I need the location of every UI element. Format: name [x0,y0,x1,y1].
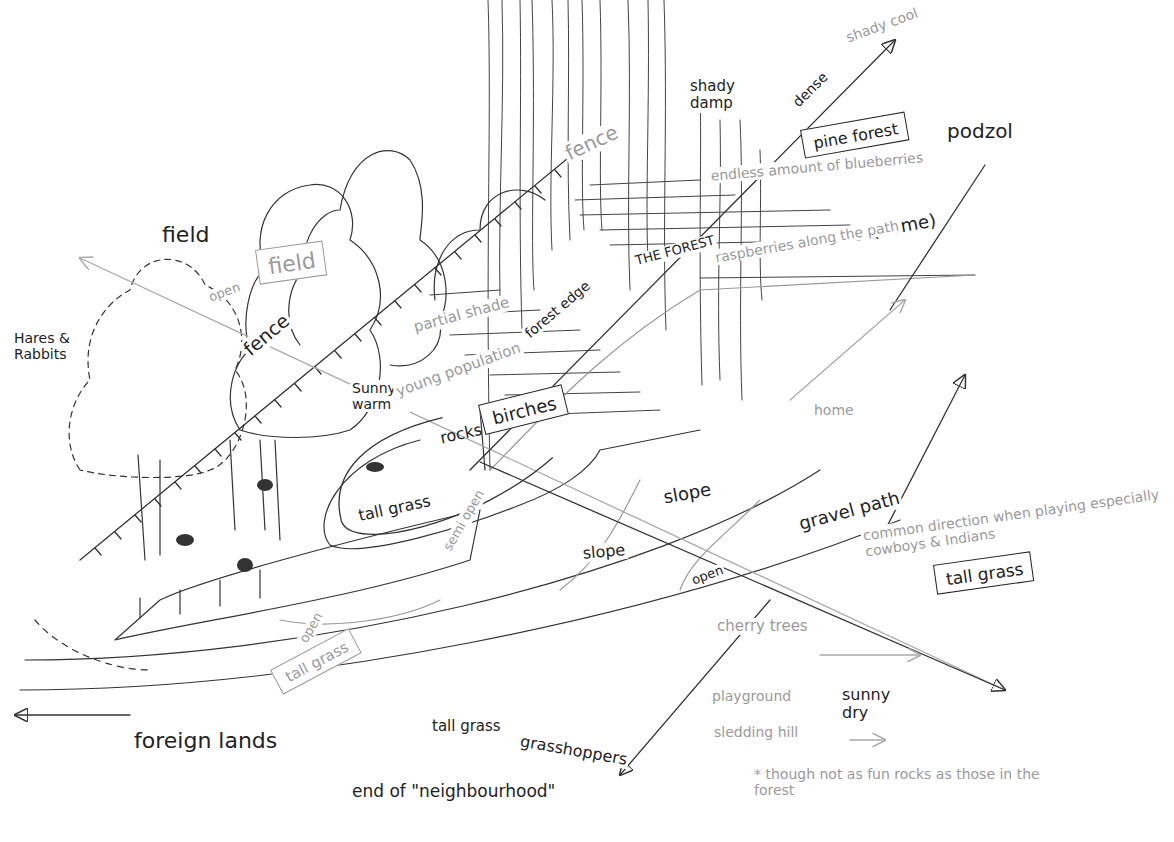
map-note: grasshoppers [517,732,631,770]
map-note: end of "neighbourhood" [350,782,557,802]
map-note: sunny dry [840,686,906,723]
map-note: shady cool [842,4,922,46]
region-box: tall grass [270,628,362,695]
forest-trunks [488,0,762,470]
region-box: tall grass [933,551,1034,594]
path-curves [20,275,975,690]
map-note: slope [660,479,715,508]
region-name: tall grass [945,559,1025,590]
map-note: fence [560,120,623,166]
map-note: home [812,402,856,418]
region-name: rocks [438,420,483,447]
map-note: tall grass [430,718,503,735]
map-note: field [160,222,211,247]
map-note: fence [238,309,295,362]
shrubs [176,462,384,572]
forest-hatching [430,180,975,415]
region-box: field [255,241,327,285]
map-note: shady damp [688,78,754,113]
fence-line [80,140,590,560]
map-note: common direction when playing especially… [860,486,1166,560]
tree-outlines [69,151,545,560]
map-note: slope [580,541,628,563]
map-note: open [688,563,727,590]
map-note: open [205,280,244,307]
map-note: THE FOREST [632,233,718,269]
region-loop: rocks tall grass [318,392,568,557]
map-note: playground [710,688,793,704]
map-note: sledding hill [712,724,800,740]
map-note: semi open [440,486,489,555]
loop-outline [318,392,568,557]
map-note: dense [788,67,832,111]
map-note: Hares & Rabbits [12,330,86,362]
map-note: forest edge [520,276,595,342]
region-box: birches [478,384,569,435]
map-note: cherry trees [715,618,810,635]
region-name: tall grass [283,638,352,686]
direction-arrows [15,40,1005,775]
region-name: field [267,248,318,279]
region-name: tall grass [357,491,433,525]
map-note: partial shade [410,294,513,337]
map-note: foreign lands [132,728,279,753]
map-note: podzol [945,120,1015,143]
region-name: birches [490,392,558,428]
map-note: young population [392,339,525,401]
region-name: pine forest [812,119,900,153]
map-note: * though not as fun rocks as those in th… [752,766,1056,798]
